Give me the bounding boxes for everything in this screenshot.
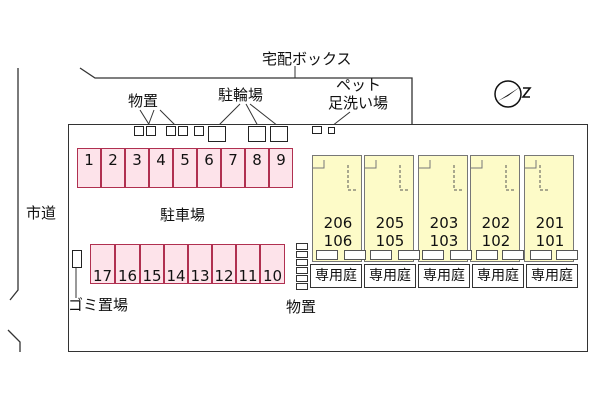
parking-space: 9 [269,148,293,188]
balcony-stub [398,250,420,260]
parking-space: 8 [245,148,269,188]
parking-space: 4 [149,148,173,188]
unit-number-upper: 201 [535,214,565,232]
parking-space: 15 [140,244,164,285]
unit-number-lower: 105 [375,232,405,250]
apartment-unit: 206 106 [312,155,362,262]
unit-number-upper: 202 [481,214,511,232]
storage-box [178,126,188,136]
storage-box [134,126,144,136]
parking-space: 16 [115,244,140,285]
balcony-stub [530,250,552,260]
bicycle-rack [208,126,226,142]
storage-box [194,126,204,136]
compass-north-icon [494,80,532,108]
parking-space: 14 [164,244,188,285]
balcony-stub [370,250,392,260]
storage-box [146,126,156,136]
garbage-area [72,250,82,268]
parking-space: 17 [90,244,115,285]
storage-shelf [296,267,308,274]
storage-label-bottom: 物置 [286,298,317,316]
city-road-label: 市道 [26,204,57,222]
parking-space: 7 [221,148,245,188]
garbage-leader-line [75,268,77,298]
parking-space: 6 [197,148,221,188]
bicycle-rack [270,126,288,142]
unit-number-lower: 101 [535,232,565,250]
bicycle-parking-label: 駐輪場 [218,86,264,104]
garbage-area-label: ゴミ置場 [68,296,129,314]
parking-space: 5 [173,148,197,188]
parking-space: 3 [125,148,149,188]
delivery-box-label: 宅配ボックス [262,50,352,68]
parking-space: 10 [260,244,285,285]
storage-label-top: 物置 [128,92,159,110]
parking-space: 12 [212,244,236,285]
private-garden: 専用庭 [310,264,362,288]
balcony-stub [502,250,524,260]
unit-number-lower: 106 [323,232,353,250]
pet-wash-station [328,127,335,134]
balcony-stub [344,250,366,260]
parking-space: 11 [236,244,260,285]
balcony-stub [476,250,498,260]
apartment-unit: 203 103 [418,155,468,262]
parking-space: 1 [77,148,101,188]
parking-space: 13 [188,244,212,285]
pet-wash-label-line1: ペット [336,76,382,94]
private-garden: 専用庭 [526,264,578,288]
unit-number-upper: 206 [323,214,353,232]
storage-box [166,126,176,136]
unit-number-upper: 205 [375,214,405,232]
pet-wash-label-line2: 足洗い場 [328,94,389,112]
unit-number-lower: 103 [429,232,459,250]
unit-number-upper: 203 [429,214,459,232]
private-garden: 専用庭 [364,264,416,288]
balcony-stub [316,250,338,260]
delivery-box [312,126,322,134]
balcony-stub [450,250,472,260]
apartment-unit: 201 101 [524,155,574,262]
apartment-unit: 202 102 [470,155,520,262]
balcony-stub [556,250,578,260]
private-garden: 専用庭 [418,264,470,288]
storage-shelf [296,243,308,250]
bicycle-rack [248,126,266,142]
apartment-unit: 205 105 [364,155,414,262]
storage-shelf [296,275,308,282]
private-garden: 専用庭 [472,264,524,288]
unit-number-lower: 102 [481,232,511,250]
storage-shelf [296,251,308,258]
parking-lot-label: 駐車場 [160,206,206,224]
storage-shelf [296,283,308,290]
storage-shelf [296,259,308,266]
parking-space: 2 [101,148,125,188]
balcony-stub [422,250,444,260]
